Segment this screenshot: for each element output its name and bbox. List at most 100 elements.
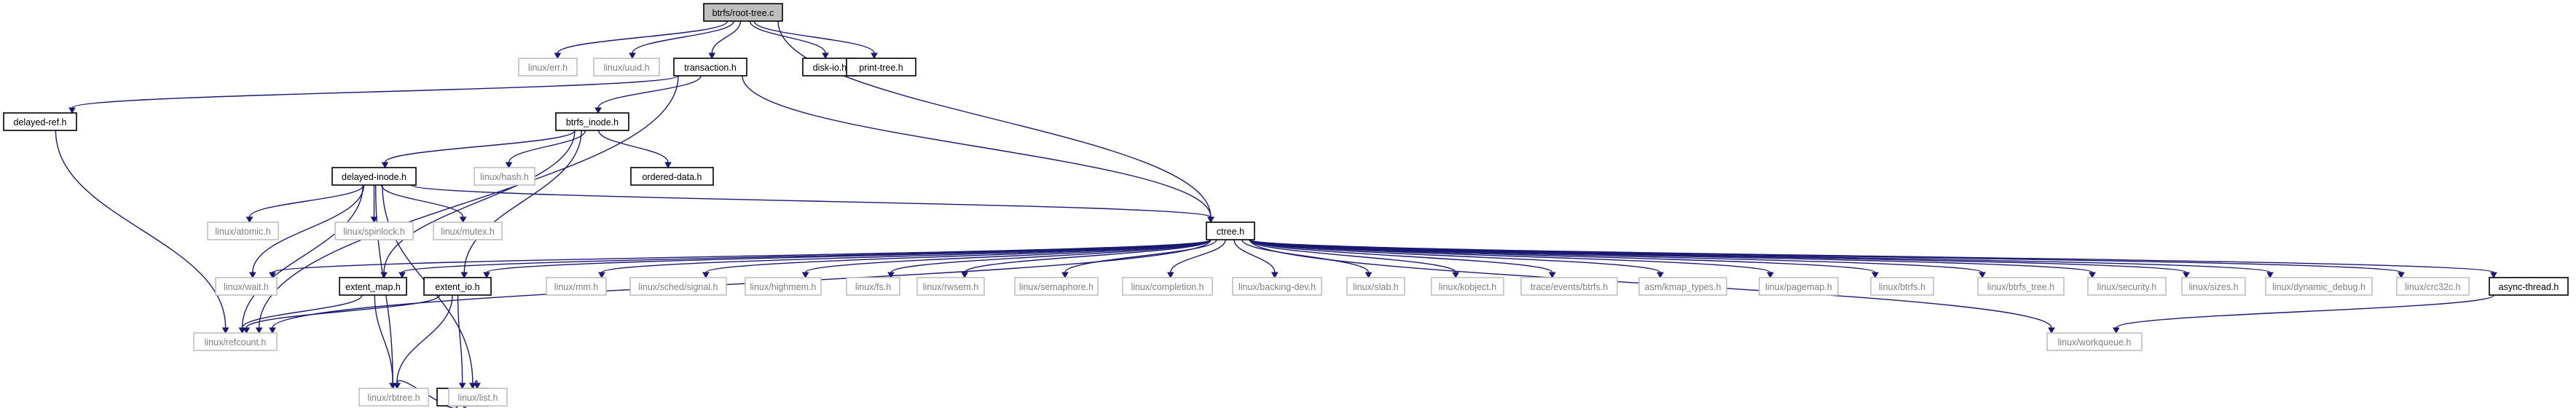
node-box bbox=[474, 167, 535, 186]
edge-btrfsinode-to-extentio bbox=[460, 130, 582, 279]
edge-line bbox=[753, 20, 875, 54]
edge-line bbox=[384, 130, 576, 163]
node-label: linux/security.h bbox=[2097, 282, 2157, 292]
edge-line bbox=[1170, 239, 1226, 273]
arrowhead-icon bbox=[1364, 272, 1373, 279]
arrowhead-icon bbox=[243, 327, 251, 334]
node-extentmap[interactable]: extent_map.h bbox=[339, 277, 407, 296]
edge-btrfsinode-to-delayedinode bbox=[381, 130, 576, 169]
node-label: linux/backing-dev.h bbox=[1238, 282, 1316, 292]
arrowhead-icon bbox=[1979, 272, 1986, 279]
node-ordered[interactable]: ordered-data.h bbox=[630, 167, 714, 186]
node-delayedinode[interactable]: delayed-inode.h bbox=[331, 167, 417, 186]
node-asyncthread[interactable]: async-thread.h bbox=[2489, 277, 2569, 296]
edge-line bbox=[457, 294, 463, 384]
node-kobject: linux/kobject.h bbox=[1431, 277, 1504, 296]
node-box bbox=[555, 112, 629, 131]
edge-line bbox=[252, 184, 365, 273]
edge-ctree-to-trace bbox=[1249, 239, 1556, 279]
edge-ctree-to-extentmap bbox=[398, 239, 1212, 279]
arrowhead-icon bbox=[2048, 327, 2055, 334]
node-slab: linux/slab.h bbox=[1346, 277, 1405, 296]
arrowhead-icon bbox=[594, 107, 602, 114]
node-err: linux/err.h bbox=[518, 58, 578, 76]
node-delayedref[interactable]: delayed-ref.h bbox=[3, 112, 77, 131]
node-box bbox=[1520, 277, 1618, 296]
arrowhead-icon bbox=[664, 162, 672, 169]
node-box bbox=[1759, 277, 1839, 296]
node-transaction[interactable]: transaction.h bbox=[673, 58, 747, 76]
node-label: linux/err.h bbox=[528, 63, 568, 73]
node-label: linux/pagemap.h bbox=[1765, 282, 1832, 292]
node-label: linux/uuid.h bbox=[603, 63, 649, 73]
node-sizes: linux/sizes.h bbox=[2181, 277, 2246, 296]
edge-line bbox=[383, 130, 576, 273]
arrowhead-icon bbox=[1548, 272, 1556, 279]
edge-ctree-to-kmap bbox=[1249, 239, 1664, 279]
node-workqueue: linux/workqueue.h bbox=[2046, 332, 2143, 351]
node-label: linux/mutex.h bbox=[441, 227, 495, 237]
arrowhead-icon bbox=[554, 52, 562, 60]
edge-root-to-transaction bbox=[708, 20, 742, 60]
node-label: ctree.h bbox=[1217, 227, 1244, 237]
node-backingdev: linux/backing-dev.h bbox=[1232, 277, 1322, 296]
node-ctree[interactable]: ctree.h bbox=[1206, 221, 1255, 240]
edge-line bbox=[486, 239, 1212, 273]
node-box bbox=[1638, 277, 1727, 296]
node-box bbox=[193, 332, 278, 351]
edge-delayedinode-to-spinlock bbox=[370, 185, 378, 224]
node-label: extent_io.h bbox=[435, 282, 479, 292]
edge-line bbox=[1064, 239, 1217, 273]
edge-ctree-to-rwsem bbox=[961, 239, 1212, 279]
arrowhead-icon bbox=[1767, 272, 1774, 279]
arrowhead-icon bbox=[629, 52, 636, 60]
node-box bbox=[630, 167, 714, 186]
arrowhead-icon bbox=[598, 272, 605, 279]
edge-line bbox=[508, 130, 586, 163]
arrowhead-icon bbox=[1061, 272, 1069, 279]
arrowhead-icon bbox=[871, 52, 878, 60]
arrowhead-icon bbox=[2266, 272, 2274, 279]
edge-ctree-to-schedsignal bbox=[702, 239, 1212, 279]
arrowhead-icon bbox=[246, 216, 254, 224]
edge-root-to-err bbox=[554, 20, 729, 60]
node-label: transaction.h bbox=[684, 63, 737, 73]
node-btrfsinode[interactable]: btrfs_inode.h bbox=[555, 112, 629, 131]
arrowhead-icon bbox=[2490, 272, 2497, 279]
edge-root-to-diskio bbox=[749, 20, 829, 60]
node-root[interactable]: btrfs/root-tree.c bbox=[703, 3, 783, 22]
node-box bbox=[339, 277, 407, 296]
arrowhead-icon bbox=[1271, 272, 1279, 279]
edge-line bbox=[749, 20, 826, 54]
edge-delayedref-to-refcount bbox=[55, 130, 229, 334]
node-box bbox=[846, 58, 916, 76]
arrowhead-icon bbox=[1657, 272, 1664, 279]
arrowhead-icon bbox=[458, 382, 466, 390]
arrowhead-icon bbox=[961, 272, 969, 279]
arrowhead-icon bbox=[702, 272, 710, 279]
node-label: delayed-ref.h bbox=[14, 117, 67, 128]
node-box bbox=[2489, 277, 2569, 296]
node-lbtrfs: linux/btrfs.h bbox=[1870, 277, 1934, 296]
arrowhead-icon bbox=[1872, 272, 1879, 279]
edge-ctree-to-highmem bbox=[801, 239, 1212, 279]
edge-line bbox=[598, 130, 669, 163]
node-printtree[interactable]: print-tree.h bbox=[846, 58, 916, 76]
edge-ctree-to-refcount bbox=[269, 239, 1212, 334]
edge-transaction-to-delayedref bbox=[68, 75, 679, 114]
node-extentio[interactable]: extent_io.h bbox=[423, 277, 492, 296]
edge-asyncthread-to-workqueue bbox=[2112, 294, 2495, 334]
node-label: linux/fs.h bbox=[855, 282, 891, 292]
node-highmem: linux/highmem.h bbox=[745, 277, 822, 296]
node-label: linux/crc32c.h bbox=[2405, 282, 2460, 292]
node-box bbox=[2046, 332, 2143, 351]
node-box bbox=[215, 277, 278, 296]
edge-line bbox=[890, 239, 1212, 273]
node-box bbox=[3, 112, 77, 131]
node-label: linux/mm.h bbox=[554, 282, 598, 292]
arrowhead-icon bbox=[459, 216, 467, 224]
node-box bbox=[334, 221, 414, 240]
edge-line bbox=[1249, 239, 1553, 273]
node-atomic: linux/atomic.h bbox=[207, 221, 279, 240]
